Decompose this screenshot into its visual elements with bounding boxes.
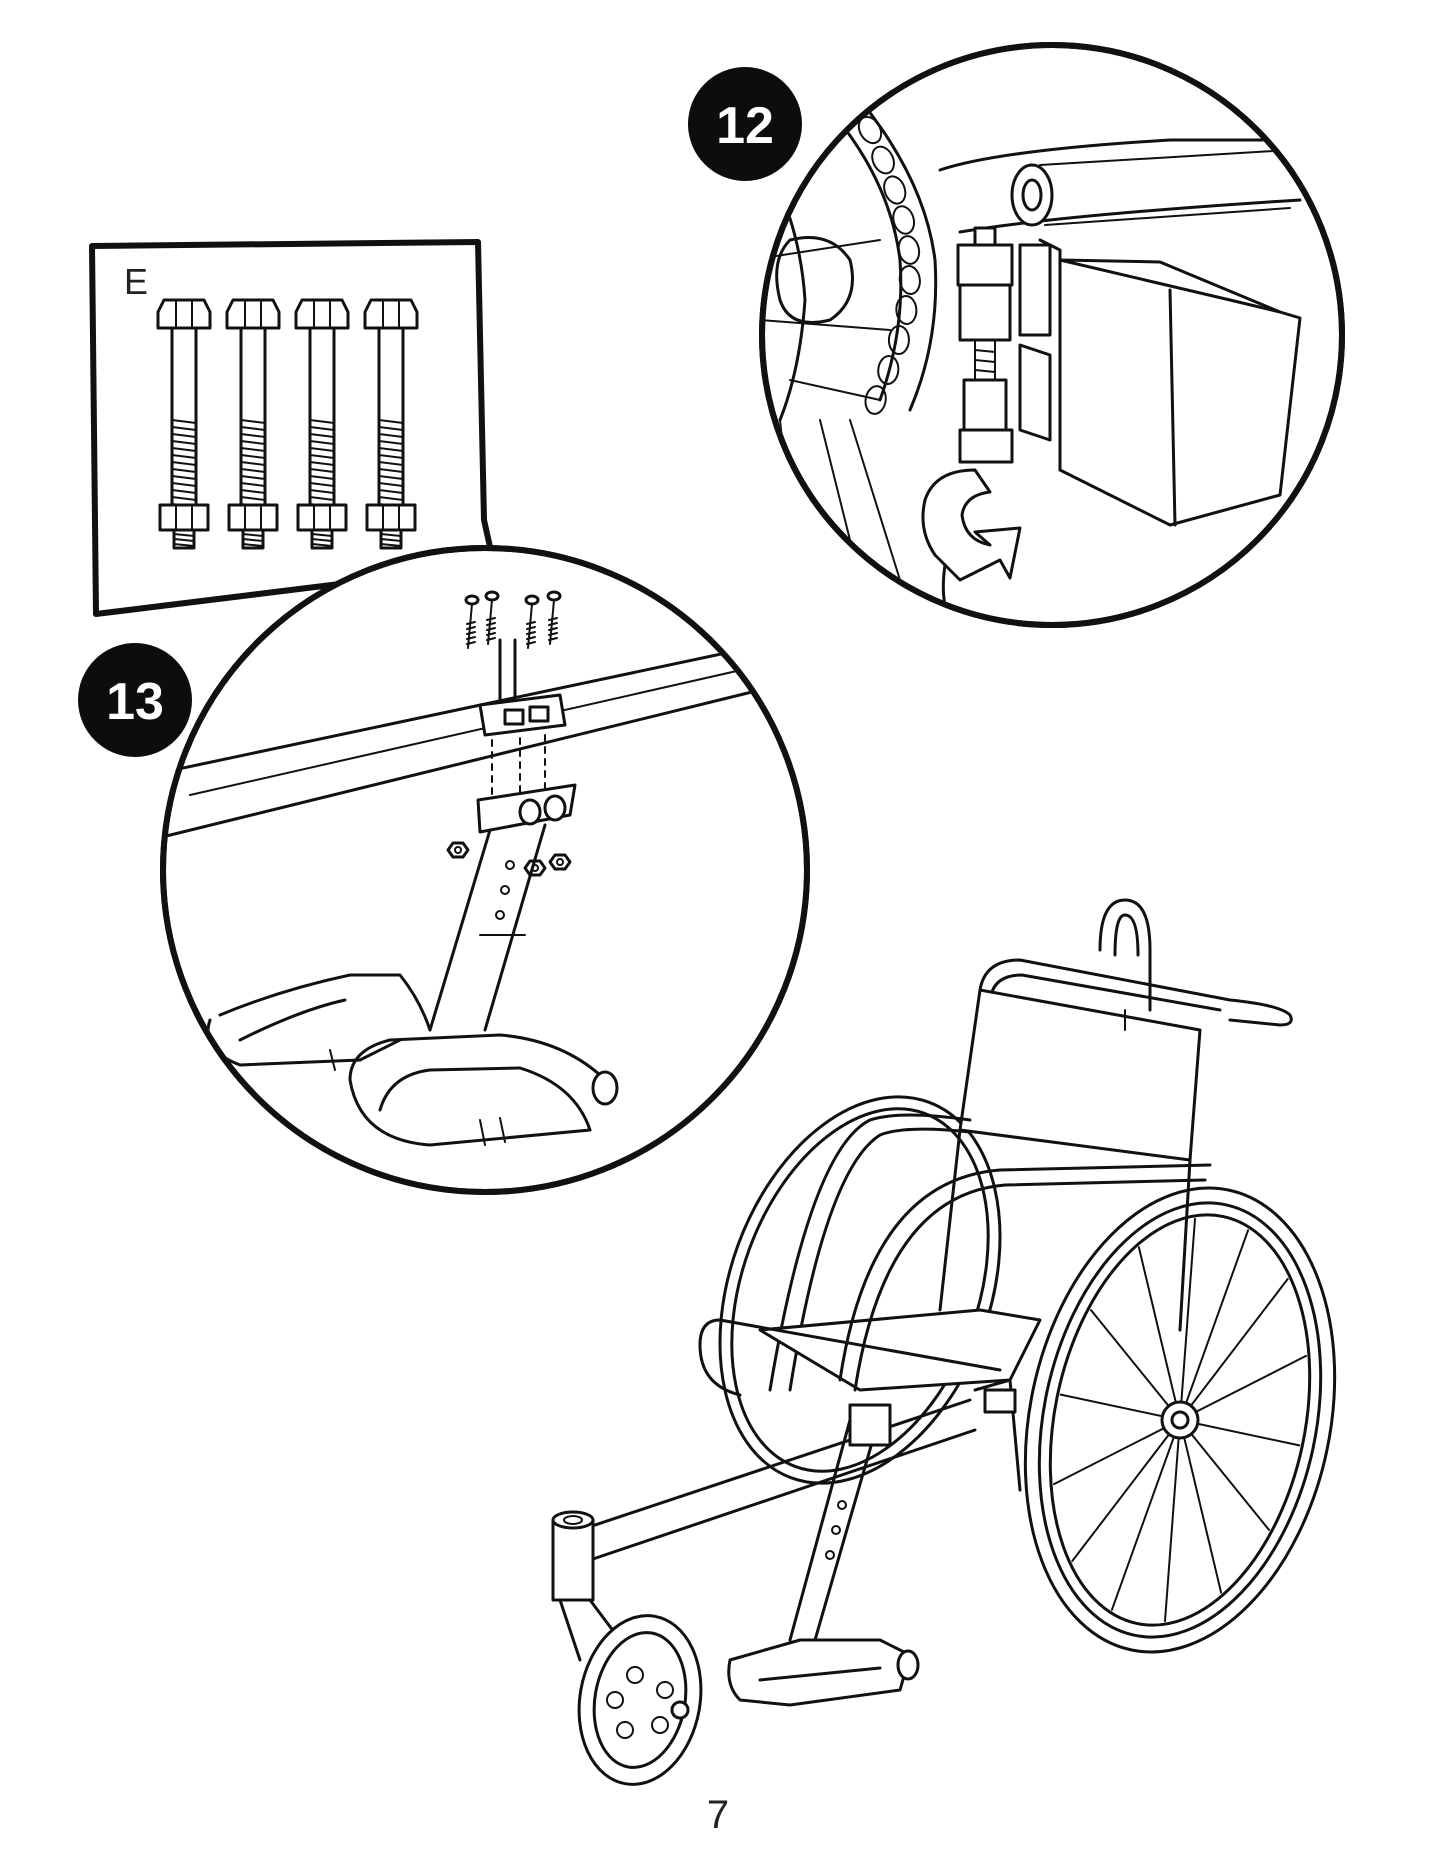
step-13-badge: 13 xyxy=(78,643,192,757)
parts-panel-e: E xyxy=(89,239,497,617)
bolt xyxy=(363,298,419,550)
bolt-set xyxy=(156,298,419,550)
bolt xyxy=(294,298,350,550)
step-12-illustration xyxy=(759,42,1345,628)
screw xyxy=(524,594,540,649)
screw xyxy=(484,590,500,645)
page-number: 7 xyxy=(707,1793,729,1837)
bolt xyxy=(225,298,281,550)
step-13-illustration xyxy=(160,545,810,1195)
step-13-number: 13 xyxy=(106,673,164,731)
nut xyxy=(548,853,572,871)
screw xyxy=(546,590,562,645)
step-12-number: 12 xyxy=(716,97,774,155)
step-12-badge: 12 xyxy=(688,67,802,181)
assembled-wheelchair-illustration xyxy=(551,898,1337,1786)
bolt xyxy=(156,298,212,550)
parts-panel-letter: E xyxy=(124,261,148,302)
screw xyxy=(464,594,480,649)
nut xyxy=(446,841,470,859)
